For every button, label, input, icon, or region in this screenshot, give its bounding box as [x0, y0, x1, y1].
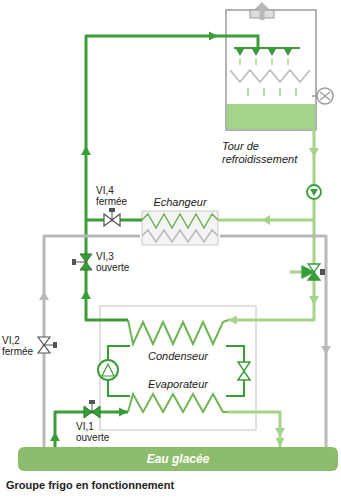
- exchanger-plates: [142, 214, 218, 228]
- fan-duct: [312, 95, 316, 97]
- tower-housing: [226, 10, 316, 130]
- cooling-tower: Tour de refroidissement: [218, 4, 318, 170]
- valve-stem: [112, 212, 113, 220]
- valve-symbol: [92, 406, 100, 418]
- valve-actuator: [53, 342, 57, 348]
- tower-fan: [317, 88, 333, 104]
- pump-symbol: [307, 185, 321, 199]
- three-way-valve: [302, 266, 314, 278]
- pipe-line: [228, 412, 280, 447]
- water-droplets: [240, 59, 296, 96]
- valve-stem: [44, 345, 53, 346]
- fan-blades: [320, 92, 330, 100]
- pipe-line: [228, 170, 314, 320]
- evaporator-coil: [128, 394, 228, 412]
- figure-caption: Groupe frigo en fonctionnement: [6, 479, 174, 492]
- node-text: Condenseur: [148, 350, 208, 363]
- condenser-coil: [128, 320, 228, 344]
- flow-arrow: [275, 428, 285, 437]
- fill-media: [230, 70, 310, 82]
- valve-symbol: [80, 254, 92, 262]
- pipe-arrowhead: [209, 32, 218, 41]
- pipe-line: [55, 412, 128, 447]
- flow-arrow: [39, 291, 49, 300]
- flow-arrow: [309, 148, 319, 157]
- pipe-connector: [220, 236, 326, 447]
- exchanger-plates: [142, 230, 218, 242]
- valve-symbol: [38, 345, 50, 353]
- valve-label: VI,4 fermée: [96, 185, 127, 207]
- flow-arrow: [321, 346, 331, 355]
- tower-basin: [227, 104, 315, 129]
- pipe-line: [86, 36, 218, 320]
- node-text: Evaporateur: [148, 378, 208, 391]
- node-text: Echangeur: [153, 196, 206, 209]
- pipe-line: [44, 236, 140, 447]
- valve-label: VI,2 fermée: [2, 335, 33, 357]
- valve-actuator: [89, 400, 95, 404]
- valve-symbol: [104, 214, 112, 226]
- valve-symbol: [80, 262, 92, 270]
- spray-nozzle: [252, 49, 260, 56]
- pipe-arrowhead: [228, 316, 237, 325]
- compressor-symbol: [98, 360, 118, 380]
- valve-symbol: [38, 337, 50, 345]
- flow-arrow: [309, 296, 319, 305]
- evaporator: Evaporateur: [128, 376, 228, 426]
- pipe-line: [220, 236, 326, 447]
- flow-arrow: [81, 290, 91, 299]
- valve-actuator: [72, 259, 76, 265]
- node-text: Tour de refroidissement: [222, 140, 318, 166]
- spray-nozzle: [268, 49, 276, 56]
- valve-label: VI,3 ouverte: [96, 251, 129, 273]
- spray-pipe: [218, 36, 258, 48]
- pipe-connector: [86, 32, 218, 321]
- heat-exchanger: Echangeur: [140, 195, 220, 245]
- valve-symbol: [84, 406, 92, 418]
- refrigerant-loop: [108, 346, 244, 396]
- spray-nozzle: [236, 49, 244, 56]
- pipe-connector: [228, 412, 285, 447]
- spray-header: [234, 47, 300, 49]
- valve-stem: [92, 404, 93, 412]
- exhaust-arrow-head: [255, 2, 269, 9]
- pipe-connector: [55, 408, 128, 448]
- pump-symbol: [310, 189, 318, 196]
- valve-symbol: [112, 214, 120, 226]
- condenser: Condenseur: [128, 314, 228, 364]
- compressor-symbol: [102, 364, 114, 376]
- valve-actuator: [320, 269, 325, 275]
- valve-label: VI,1 ouverte: [76, 421, 109, 443]
- pipe-arrowhead: [276, 438, 285, 447]
- node-text: Eau glacée: [147, 452, 210, 466]
- pipe-connector: [228, 170, 314, 325]
- pipe-arrowhead: [119, 408, 128, 417]
- spray-nozzle: [284, 49, 292, 56]
- chilled-water-band: Eau glacée: [18, 447, 338, 471]
- valve-stem: [76, 262, 86, 263]
- exhaust-arrow: [260, 8, 265, 20]
- flow-arrow: [81, 146, 91, 155]
- exchanger-casing: [142, 211, 218, 245]
- flow-arrow: [50, 432, 60, 441]
- flow-arrow: [262, 215, 270, 225]
- pipe-connector: [44, 236, 140, 447]
- valve-actuator: [109, 208, 115, 212]
- bypass-stub: [290, 271, 302, 274]
- expansion-valve: [238, 371, 250, 380]
